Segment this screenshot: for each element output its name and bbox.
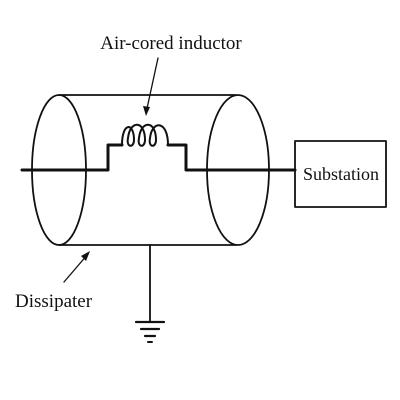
inductor-coil — [121, 123, 169, 147]
conductor-line — [20, 143, 297, 172]
substation-box: Substation — [294, 140, 387, 208]
ground-symbol — [134, 244, 166, 343]
substation-label: Substation — [303, 164, 379, 184]
inductor-label: Air-cored inductor — [100, 33, 242, 54]
dissipater-label: Dissipater — [15, 291, 93, 312]
dissipater-pointer — [63, 251, 90, 283]
inductor-pointer — [143, 57, 159, 116]
